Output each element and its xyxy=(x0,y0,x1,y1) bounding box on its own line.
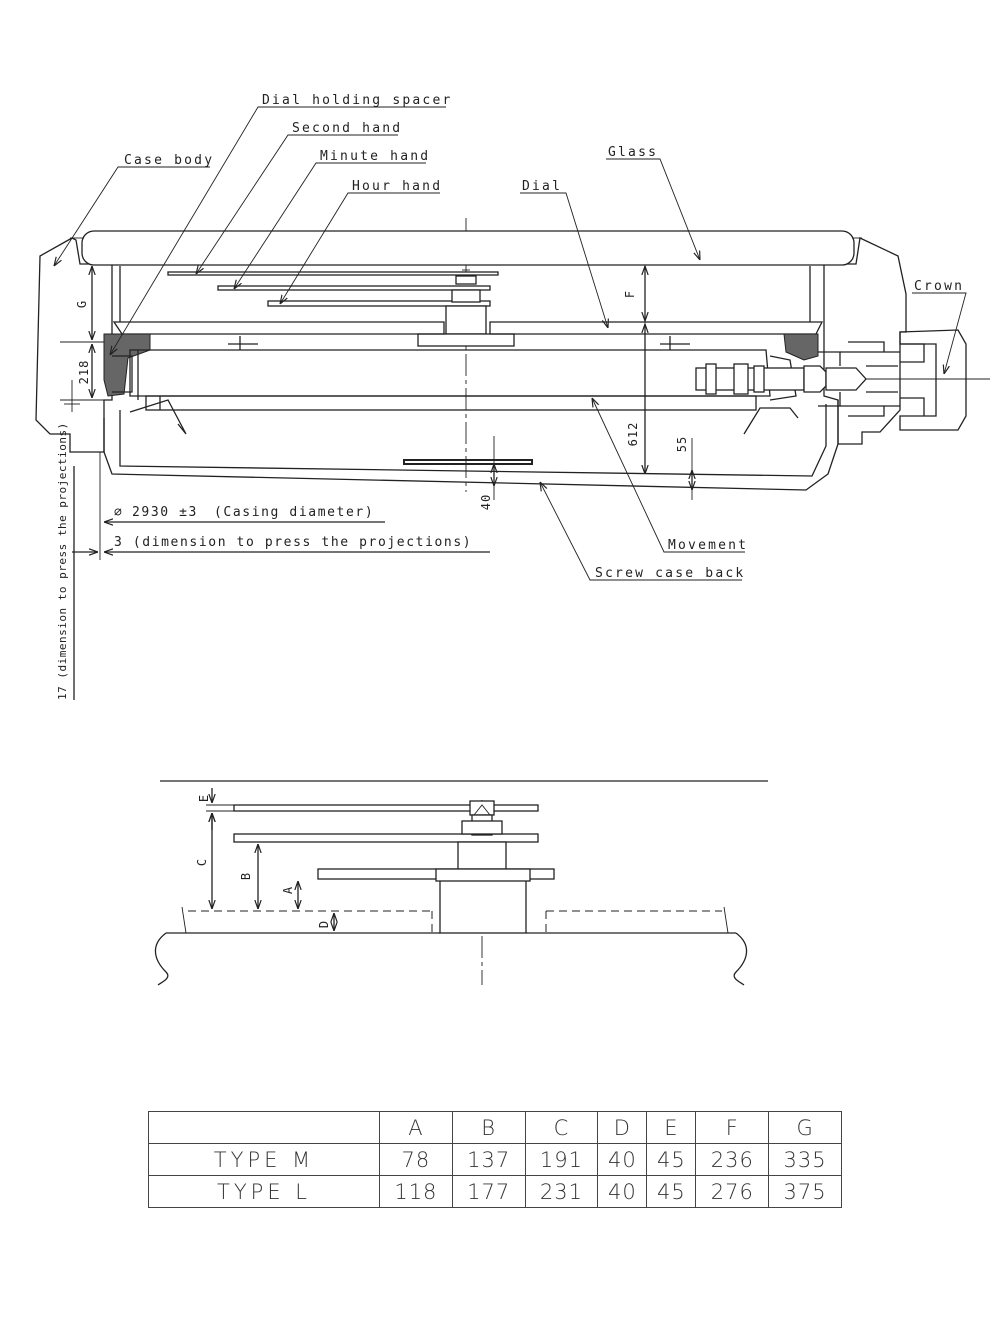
table-cell: 231 xyxy=(524,1175,599,1208)
casing-diameter-value: 2930 ±3 xyxy=(132,505,198,520)
label-minute-hand: Minute hand xyxy=(320,149,430,164)
dial-holding-spacer-shape xyxy=(103,333,151,397)
dim-g: G xyxy=(75,300,89,308)
main-section: F 612 55 40 G 218 ∅ 2930 ±3 (Casing diam… xyxy=(35,218,990,700)
table-header-row: A B C D E F G xyxy=(148,1111,842,1144)
label-screw-case-back: Screw case back xyxy=(595,566,745,581)
table-cell: 78 xyxy=(379,1143,453,1176)
row-name: TYPE M xyxy=(148,1143,380,1176)
dim-55: 55 xyxy=(675,436,689,452)
label-hour-hand: Hour hand xyxy=(352,179,442,194)
stem xyxy=(695,341,990,417)
detail-dim-e: E xyxy=(197,794,211,802)
label-glass: Glass xyxy=(608,145,658,160)
column-header: D xyxy=(597,1111,648,1144)
table-cell: 45 xyxy=(646,1143,697,1176)
table-cell: 236 xyxy=(695,1143,770,1176)
table-row: TYPE M 78 137 191 40 45 236 335 xyxy=(148,1143,842,1176)
minute-hand-shape xyxy=(217,285,491,291)
table-cell: 191 xyxy=(524,1143,599,1176)
column-header: F xyxy=(695,1111,770,1144)
table-cell: 375 xyxy=(768,1175,842,1208)
table-cell: 45 xyxy=(646,1175,697,1208)
column-header: A xyxy=(379,1111,453,1144)
column-header: E xyxy=(646,1111,697,1144)
label-case-body: Case body xyxy=(124,153,214,168)
spec-table: A B C D E F G TYPE M 78 137 191 40 45 23… xyxy=(148,1111,842,1208)
table-cell: 335 xyxy=(768,1143,842,1176)
dim-40: 40 xyxy=(479,494,493,510)
screw-case-back-shape xyxy=(103,400,839,491)
dim-f: F xyxy=(623,290,637,298)
crown-shape xyxy=(899,329,967,431)
press-projections-label: 3 (dimension to press the projections) xyxy=(114,535,472,550)
case-body-right xyxy=(823,237,907,445)
hour-hand-shape xyxy=(267,300,491,307)
detail-dim-b: B xyxy=(239,872,253,880)
row-name: TYPE L xyxy=(148,1175,380,1208)
movement-shape xyxy=(129,349,771,397)
column-header: B xyxy=(451,1111,526,1144)
casing-diameter-label: (Casing diameter) xyxy=(214,505,374,520)
column-header: G xyxy=(768,1111,842,1144)
casing-diameter-symbol: ∅ xyxy=(114,505,123,520)
table-cell: 40 xyxy=(597,1143,648,1176)
dim-612: 612 xyxy=(626,422,640,447)
label-dial-holding-spacer: Dial holding spacer xyxy=(262,93,453,108)
table-corner-cell xyxy=(148,1111,380,1144)
label-crown: Crown xyxy=(914,279,964,294)
table-cell: 276 xyxy=(695,1175,770,1208)
table-row: TYPE L 118 177 231 40 45 276 375 xyxy=(148,1175,842,1208)
dial-shape xyxy=(112,321,445,335)
detail-dim-d: D xyxy=(317,920,331,928)
label-movement: Movement xyxy=(668,538,748,553)
detail-dim-c: C xyxy=(195,858,209,866)
dim-218: 218 xyxy=(77,360,91,385)
detail-section: E C B A D xyxy=(154,780,768,986)
press-projections-vertical: 17 (dimension to press the projections) xyxy=(56,422,69,700)
leader-labels: Dial holding spacer Second hand Minute h… xyxy=(54,93,967,581)
table-cell: 177 xyxy=(451,1175,526,1208)
table-cell: 137 xyxy=(451,1143,526,1176)
table-cell: 118 xyxy=(379,1175,453,1208)
label-second-hand: Second hand xyxy=(292,121,402,136)
second-hand-shape xyxy=(167,271,499,276)
glass-shape xyxy=(81,230,855,266)
table-cell: 40 xyxy=(597,1175,648,1208)
detail-dim-a: A xyxy=(281,886,295,894)
label-dial: Dial xyxy=(522,179,562,194)
column-header: C xyxy=(524,1111,599,1144)
case-body-left xyxy=(35,237,113,453)
